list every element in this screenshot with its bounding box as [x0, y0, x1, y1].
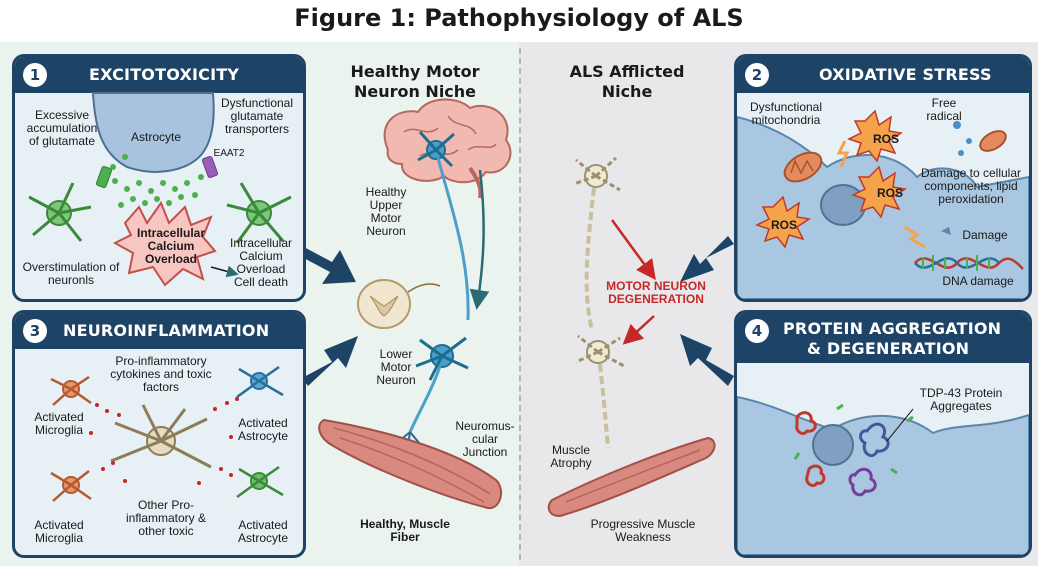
neuron-left [28, 182, 92, 242]
ros-label-top: ROS [872, 132, 899, 146]
healthy-upper-neuron-label: Healthy Upper Motor Neuron [365, 185, 407, 238]
eaat2-label: EAAT2 [213, 148, 245, 159]
astrocyte-label: Astrocyte [130, 130, 181, 144]
free-radical-label: Free radical [926, 96, 962, 123]
astrocyte-top [236, 365, 284, 399]
astrocyte-bottom [236, 465, 284, 499]
protein-title-line2: & DEGENERATION [807, 339, 970, 358]
protein-illustration [737, 395, 1029, 555]
excitotoxicity-header [15, 57, 303, 93]
other-factors-label: Other Pro-inflammatory & other toxic [125, 498, 207, 538]
aggregate-2 [795, 411, 817, 435]
central-microglia [110, 404, 212, 469]
brain-illustration [383, 98, 512, 199]
spinal-cord-cross-section [357, 279, 441, 329]
panel-neuroinflammation: 3 NEUROINFLAMMATION [12, 310, 306, 558]
arrow-neuroinf-to-niche [302, 336, 358, 386]
excitotoxicity-illustration [28, 92, 292, 287]
protein-number-badge: 4 [745, 319, 769, 343]
healthy-niche-heading: Healthy Motor Neuron Niche [350, 62, 480, 101]
excitotoxicity-number-badge: 1 [23, 63, 47, 87]
center-divider [519, 48, 521, 560]
oxidative-number-badge: 2 [745, 63, 769, 87]
oxidative-header [737, 57, 1029, 93]
neuromuscular-junction-label: Neuromus-cular Junction [455, 419, 515, 459]
oxidative-illustration [737, 109, 1029, 299]
calcium-overload-label: Intracellular Calcium Overload [136, 226, 206, 266]
arrow-protein-to-niche [680, 334, 734, 386]
tdp43-label: TDP-43 Protein Aggregates [919, 386, 1003, 413]
neuroinflammation-title: NEUROINFLAMMATION [63, 321, 270, 340]
microglia-top [50, 375, 92, 406]
panel-protein-aggregation: 4 PROTEIN AGGREGATION & DEGENERATION TDP… [734, 310, 1032, 558]
figure-title: Figure 1: Pathophysiology of ALS [294, 4, 744, 32]
astrocyte-bottom-label: Activated Astrocyte [237, 518, 288, 545]
microglia-bottom [50, 470, 92, 502]
overstimulation-label: Overstimulation of neuronls [22, 260, 120, 287]
mitochondria-label: Dysfunctional mitochondria [749, 100, 823, 127]
arrow-oxidative-to-niche [680, 236, 734, 282]
ros-label-bottom: ROS [770, 218, 797, 232]
upper-motor-neuron [417, 131, 490, 321]
dysfunctional-transporters-label: Dysfunctional glutamate transporters [220, 96, 294, 136]
dna-damage-label: DNA damage [942, 274, 1014, 288]
lower-motor-neuron-label: Lower Motor Neuron [376, 347, 416, 387]
neuroinflammation-illustration [50, 365, 284, 502]
astrocyte-top-label: Activated Astrocyte [237, 416, 288, 443]
aggregate-4 [805, 464, 826, 487]
muscle-atrophy-label: Muscle Atrophy [550, 443, 592, 470]
cell-death-label: Intracellular Calcium Overload Cell deat… [229, 236, 293, 289]
progressive-weakness-label: Progressive Muscle Weakness [590, 517, 696, 544]
microglia-bottom-label: Activated Microglia [34, 518, 84, 545]
ros-label-middle: ROS [876, 186, 903, 200]
motor-neuron-degeneration-label: MOTOR NEURON DEGENERATION [606, 279, 706, 306]
als-lower-degenerating-neuron [575, 315, 655, 449]
microglia-top-label: Activated Microglia [34, 410, 84, 437]
excitotoxicity-title: EXCITOTOXICITY [89, 65, 240, 84]
cytokines-label: Pro-inflammatory cytokines and toxic fac… [110, 354, 212, 394]
excess-glutamate-label: Excessive accumulation of glutamate [26, 108, 98, 148]
mitochondria-icon [783, 151, 823, 183]
cellular-damage-label: Damage to cellular components, lipid per… [920, 166, 1022, 206]
neuroinflammation-header [15, 313, 303, 349]
aggregate-1 [859, 422, 890, 457]
aggregate-3 [848, 467, 877, 497]
neuron-right [226, 182, 292, 244]
damage-label: Damage [962, 228, 1008, 242]
neuroinflammation-number-badge: 3 [23, 319, 47, 343]
healthy-muscle-fiber [318, 418, 503, 510]
healthy-muscle-label: Healthy, Muscle Fiber [360, 517, 450, 544]
mitochondria-small-icon [979, 130, 1007, 152]
als-niche-heading: ALS Afflicted Niche [569, 62, 685, 101]
protein-header [737, 313, 1029, 363]
als-upper-degenerating-neuron [573, 156, 656, 331]
panel-oxidative-stress: 2 OXIDATIVE STRESS [734, 54, 1032, 302]
protein-title-line1: PROTEIN AGGREGATION [783, 319, 1002, 338]
panel-excitotoxicity: 1 EXCITOTOXICITY Excessive accumulation … [12, 54, 306, 302]
arrow-excito-to-niche [300, 246, 356, 284]
atrophied-muscle [547, 436, 716, 518]
oxidative-title: OXIDATIVE STRESS [819, 65, 992, 84]
dna-helix [914, 255, 1024, 271]
